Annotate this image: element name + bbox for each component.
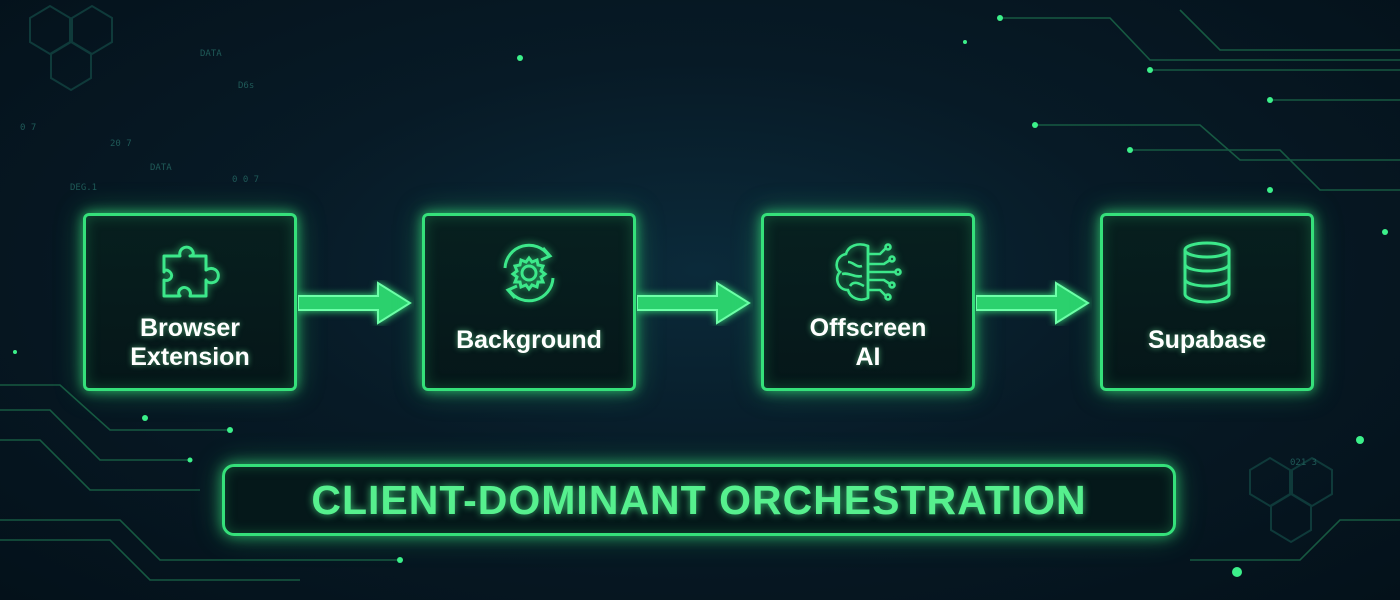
svg-text:021 3: 021 3	[1290, 458, 1317, 468]
title-banner: CLIENT-DOMINANT ORCHESTRATION	[222, 464, 1176, 536]
gear-refresh-icon	[489, 238, 569, 308]
node-label: Background	[456, 326, 602, 354]
node-browser-extension: Browser Extension	[83, 213, 297, 391]
arrow-connector	[976, 281, 1090, 325]
svg-text:20 7: 20 7	[110, 139, 132, 149]
arrow-connector	[637, 281, 751, 325]
svg-text:DEG.1: DEG.1	[70, 183, 97, 193]
svg-text:0 0 7: 0 0 7	[232, 175, 259, 185]
database-icon	[1167, 238, 1247, 308]
brain-circuit-icon	[828, 238, 908, 308]
node-label: Offscreen AI	[809, 314, 927, 371]
node-background: Background	[422, 213, 636, 391]
node-label: Supabase	[1147, 326, 1267, 354]
svg-text:0 7: 0 7	[20, 123, 36, 133]
node-offscreen-ai: Offscreen AI	[761, 213, 975, 391]
svg-text:DATA: DATA	[200, 49, 222, 59]
svg-text:D6s: D6s	[238, 81, 254, 91]
banner-title: CLIENT-DOMINANT ORCHESTRATION	[311, 476, 1087, 523]
node-supabase: Supabase	[1100, 213, 1314, 391]
svg-text:DATA: DATA	[150, 163, 172, 173]
puzzle-piece-icon	[150, 238, 230, 308]
arrow-connector	[298, 281, 412, 325]
node-label: Browser Extension	[130, 314, 250, 371]
